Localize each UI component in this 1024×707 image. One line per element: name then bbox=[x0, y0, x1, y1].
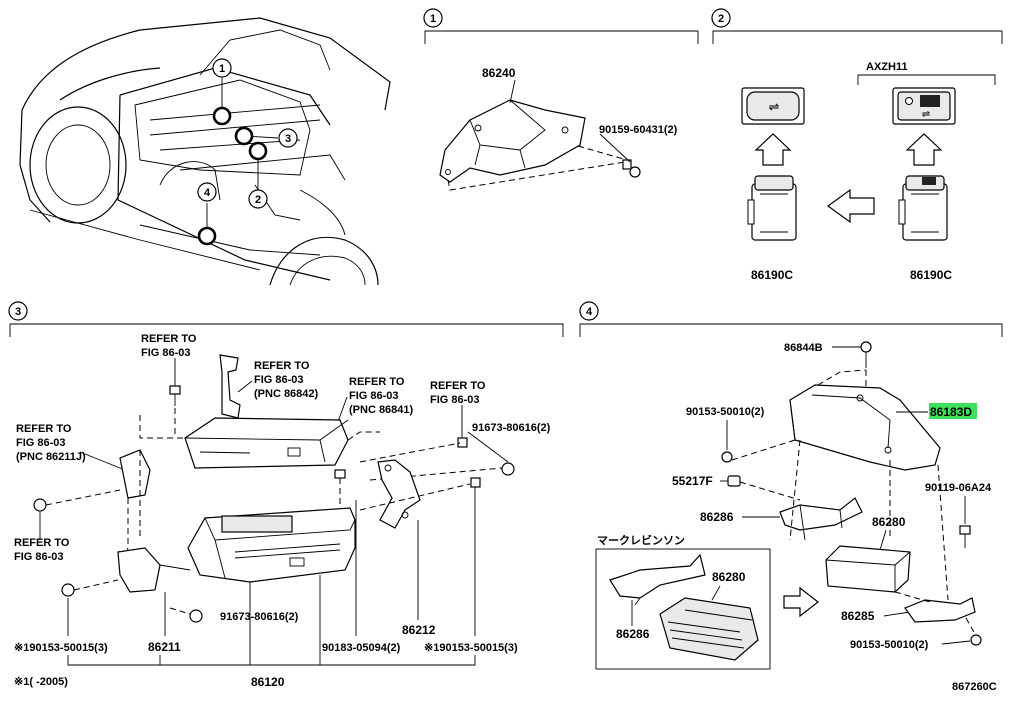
aux-usb-panel-right: ⇌ bbox=[892, 87, 956, 125]
section-1: 1 86240 90159-60431(2) bbox=[423, 8, 699, 191]
section-4-number: 4 bbox=[586, 306, 593, 318]
label-90153-bottom: 90153-50010(2) bbox=[850, 639, 929, 651]
section-2: 2 AXZH11 ⇌ ⇌ 86190C bbox=[711, 8, 1003, 282]
section-3: 3 REFER TO FIG 86-03 REFER TO FIG 86-03 … bbox=[8, 301, 564, 689]
location-circle-2 bbox=[248, 141, 268, 161]
arrow-right-icon bbox=[783, 586, 819, 618]
bolt-left[interactable] bbox=[33, 498, 47, 512]
label-91673-bottom: 91673-80616(2) bbox=[220, 611, 299, 623]
inset-label-86280: 86280 bbox=[712, 570, 746, 584]
bolt-90153-top[interactable] bbox=[721, 451, 733, 463]
section-1-number: 1 bbox=[430, 13, 436, 25]
label-86280: 86280 bbox=[872, 515, 906, 529]
aux-jack-icon bbox=[920, 95, 940, 107]
inset-box: マークレビンソン 86280 86286 bbox=[595, 533, 771, 670]
label-86212: 86212 bbox=[402, 623, 436, 637]
refer-d: REFER TO FIG 86-03 bbox=[430, 380, 488, 406]
bracket-86285[interactable] bbox=[904, 597, 976, 623]
bracket-left-upper bbox=[119, 449, 151, 499]
label-86211: 86211 bbox=[148, 640, 181, 654]
inset-title: マークレビンソン bbox=[597, 533, 685, 547]
cover-86183D[interactable] bbox=[789, 384, 941, 471]
refer-b: REFER TO FIG 86-03 (PNC 86842) bbox=[254, 360, 319, 400]
section-3-number: 3 bbox=[15, 306, 21, 318]
screw-lower-right[interactable] bbox=[470, 477, 481, 636]
section-2-number: 2 bbox=[718, 13, 724, 25]
location-circle-1 bbox=[212, 106, 232, 126]
marker-label-1: 1 bbox=[219, 63, 225, 75]
inset-label-86286: 86286 bbox=[616, 627, 650, 641]
part-86190C-right[interactable] bbox=[898, 175, 948, 241]
marker-label-4: 4 bbox=[204, 187, 211, 199]
footnote: ※1( -2005) bbox=[14, 676, 68, 688]
label-screw-b: 90183-05094(2) bbox=[322, 642, 401, 654]
bolt-upper-right[interactable] bbox=[457, 437, 468, 448]
nut-91673-top[interactable] bbox=[501, 462, 515, 476]
usb-panel-left: ⇌ bbox=[741, 87, 805, 125]
bolt-top-refer[interactable] bbox=[169, 385, 181, 406]
inset-amplifier bbox=[659, 597, 759, 661]
arrow-up-right-icon bbox=[905, 133, 943, 166]
label-axzh11: AXZH11 bbox=[866, 61, 908, 73]
label-90159: 90159-60431(2) bbox=[599, 124, 678, 136]
label-screw-c: ※190153-50015(3) bbox=[424, 642, 518, 654]
part-86240[interactable] bbox=[439, 99, 586, 183]
main-unit-86120[interactable] bbox=[187, 507, 356, 583]
usb-icon: ⇌ bbox=[769, 99, 780, 114]
screw-lower-left[interactable] bbox=[61, 583, 75, 597]
bolt-86844B[interactable] bbox=[860, 341, 872, 368]
refer-c: REFER TO FIG 86-03 (PNC 86841) bbox=[349, 376, 414, 416]
label-90119: 90119-06A24 bbox=[925, 482, 992, 494]
refer-a: REFER TO FIG 86-03 bbox=[141, 333, 199, 359]
bolt-90159-60431[interactable] bbox=[622, 159, 641, 178]
label-55217F: 55217F bbox=[672, 474, 713, 488]
label-screw-a: ※190153-50015(3) bbox=[14, 642, 108, 654]
label-86190C-right: 86190C bbox=[910, 268, 952, 282]
marker-label-3: 3 bbox=[285, 133, 291, 145]
label-86120: 86120 bbox=[251, 675, 285, 689]
part-86190C-left[interactable] bbox=[747, 175, 797, 241]
location-circle-4 bbox=[197, 226, 217, 246]
figure-code: 867260C bbox=[952, 681, 997, 693]
bolt-90153-bottom[interactable] bbox=[970, 634, 982, 646]
upper-audio-module bbox=[184, 417, 349, 469]
label-91673-top: 91673-80616(2) bbox=[472, 422, 551, 434]
bracket-86211[interactable] bbox=[117, 547, 161, 593]
refer-f: REFER TO FIG 86-03 bbox=[14, 537, 72, 563]
bracket-86212[interactable] bbox=[377, 459, 421, 529]
arrow-up-left-icon bbox=[754, 133, 792, 166]
label-86286: 86286 bbox=[700, 510, 734, 524]
bolt-90119[interactable] bbox=[959, 525, 971, 548]
cable-part-86842 bbox=[219, 354, 241, 419]
usb-small-icon: ⇌ bbox=[922, 109, 930, 120]
clip-55217F[interactable] bbox=[727, 475, 741, 487]
label-86240: 86240 bbox=[482, 66, 516, 80]
inset-bracket-86286 bbox=[609, 553, 706, 599]
location-circle-3 bbox=[234, 126, 254, 146]
car-interior-view: 1 3 2 4 bbox=[19, 17, 391, 286]
amplifier-86280[interactable] bbox=[825, 545, 911, 593]
label-86190C-left: 86190C bbox=[751, 268, 793, 282]
label-86844B: 86844B bbox=[784, 342, 823, 354]
highlight-86183D bbox=[929, 403, 977, 419]
label-86183D: 86183D bbox=[930, 405, 972, 419]
nut-91673-bottom[interactable] bbox=[189, 609, 203, 623]
label-90153-top: 90153-50010(2) bbox=[686, 406, 765, 418]
marker-label-2: 2 bbox=[255, 194, 261, 206]
section-4: 4 86844B 86183D 90153-50010(2) 552 bbox=[579, 301, 1003, 670]
label-86285: 86285 bbox=[841, 609, 875, 623]
arrow-left-icon bbox=[826, 188, 875, 224]
refer-e: REFER TO FIG 86-03 (PNC 86211J) bbox=[16, 423, 86, 463]
